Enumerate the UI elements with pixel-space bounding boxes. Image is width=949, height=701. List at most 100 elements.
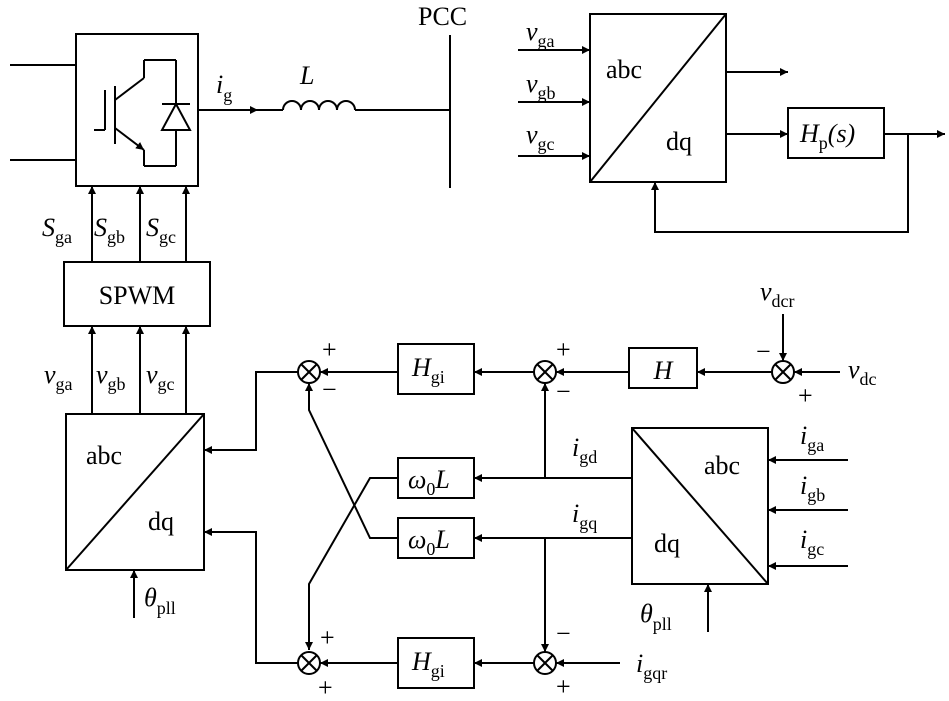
spwm-label: SPWM [99,281,176,310]
d-error-summing-junction [533,360,557,384]
gate-signal-c-sub: gc [159,227,176,247]
current-ig-main: i [216,70,223,99]
current-q-main: i [572,499,579,528]
vref-b-main: v [96,360,108,389]
svg-text:θpll: θpll [144,583,176,618]
vref-a-main: v [44,360,56,389]
dc-summing-junction [771,360,795,384]
d-voltage-sign-plus: + [322,335,337,364]
svg-text:θpll: θpll [640,599,672,634]
q-voltage-sign-plus-top: + [320,623,335,652]
inverter-block [10,33,199,187]
q-current-controller-block [397,637,475,689]
right-angle-main: θ [640,599,653,628]
current-d-sub: gd [579,447,597,467]
vref-a-sub: ga [56,374,73,394]
right-input-c-sub: gc [807,539,824,559]
dc-sign-minus: − [756,337,771,366]
q-error-sign-plus: + [556,672,571,701]
pll-input-a-main: v [526,17,538,46]
vref-b-sub: gb [108,374,126,394]
igbt-diode-symbol [94,59,192,167]
pll-filter-sub: p [819,133,828,153]
left-transform-block [65,413,205,571]
current-d-main: i [572,433,579,462]
q-controller-main: H [411,647,432,676]
pll-input-c-main: v [526,120,538,149]
decoupling-upper-tail: L [434,465,449,494]
pll-filter-main: H [799,119,820,148]
right-angle-sub: pll [653,614,672,634]
svg-text:ig: ig [216,70,232,105]
pll-input-b-main: v [526,69,538,98]
inductor-symbol [258,100,450,111]
svg-text:iga: iga [800,421,824,455]
svg-text:igqr: igqr [636,649,667,683]
dc-voltage-main: v [848,355,860,384]
left-transform-top: abc [86,441,122,470]
svg-text:vga: vga [526,17,555,51]
d-voltage-sign-minus: − [322,375,337,404]
pll-transform-bottom: dq [666,127,692,156]
pll-transform-block [589,13,727,183]
svg-text:Sgc: Sgc [146,213,176,247]
current-q-sub: gq [579,513,597,533]
left-transform-bottom: dq [148,507,174,536]
svg-text:vdcr: vdcr [760,277,795,311]
d-error-sign-minus: − [556,377,571,406]
decoupling-upper-main: ω [408,465,426,494]
svg-text:vgb: vgb [526,69,556,103]
svg-text:vgb: vgb [96,360,126,394]
svg-text:vdc: vdc [848,355,877,389]
dc-ref-sub: dcr [772,291,795,311]
dc-voltage-sub: dc [860,369,877,389]
svg-text:ω0L: ω0L [408,525,450,559]
svg-text:Hgi: Hgi [411,647,445,681]
pll-input-a-sub: ga [538,31,555,51]
decoupling-lower-sub: 0 [426,539,435,559]
pll-input-c-sub: gc [538,134,555,154]
dc-controller-label: H [653,356,674,385]
left-angle-sub: pll [157,598,176,618]
right-input-c-main: i [800,525,807,554]
svg-text:vgc: vgc [146,360,175,394]
q-voltage-summing-junction [297,651,321,675]
svg-text:igd: igd [572,433,597,467]
current-ig-sub: g [223,85,232,105]
right-input-b-main: i [800,471,807,500]
gate-signal-b-sub: gb [107,227,125,247]
inductor-label: L [299,61,314,90]
gate-signal-c-main: S [146,213,159,242]
decoupling-lower-tail: L [434,525,449,554]
svg-text:Hp(s): Hp(s) [799,119,855,153]
right-transform-top: abc [704,451,740,480]
svg-text:ω0L: ω0L [408,465,450,499]
svg-text:Sga: Sga [42,213,72,247]
q-controller-sub: gi [431,661,445,681]
gate-signal-a-main: S [42,213,55,242]
q-voltage-sign-plus-bottom: + [318,673,333,701]
svg-text:vga: vga [44,360,73,394]
dc-controller-block [628,347,698,389]
q-ref-main: i [636,649,643,678]
vref-c-main: v [146,360,158,389]
decoupling-block-upper [397,457,475,499]
pcc-label: PCC [418,2,467,31]
svg-text:igq: igq [572,499,597,533]
right-transform-block [631,427,769,585]
decoupling-upper-sub: 0 [426,479,435,499]
gate-signal-b-main: S [94,213,107,242]
svg-text:igc: igc [800,525,824,559]
dc-ref-main: v [760,277,772,306]
d-controller-main: H [411,353,432,382]
q-ref-sub: gqr [643,663,667,683]
right-input-b-sub: gb [807,485,825,505]
right-input-a-sub: ga [807,435,824,455]
svg-text:Sgb: Sgb [94,213,125,247]
d-controller-sub: gi [431,367,445,387]
d-voltage-summing-junction [297,360,321,384]
gate-signal-a-sub: ga [55,227,72,247]
q-error-summing-junction [533,651,557,675]
decoupling-lower-main: ω [408,525,426,554]
